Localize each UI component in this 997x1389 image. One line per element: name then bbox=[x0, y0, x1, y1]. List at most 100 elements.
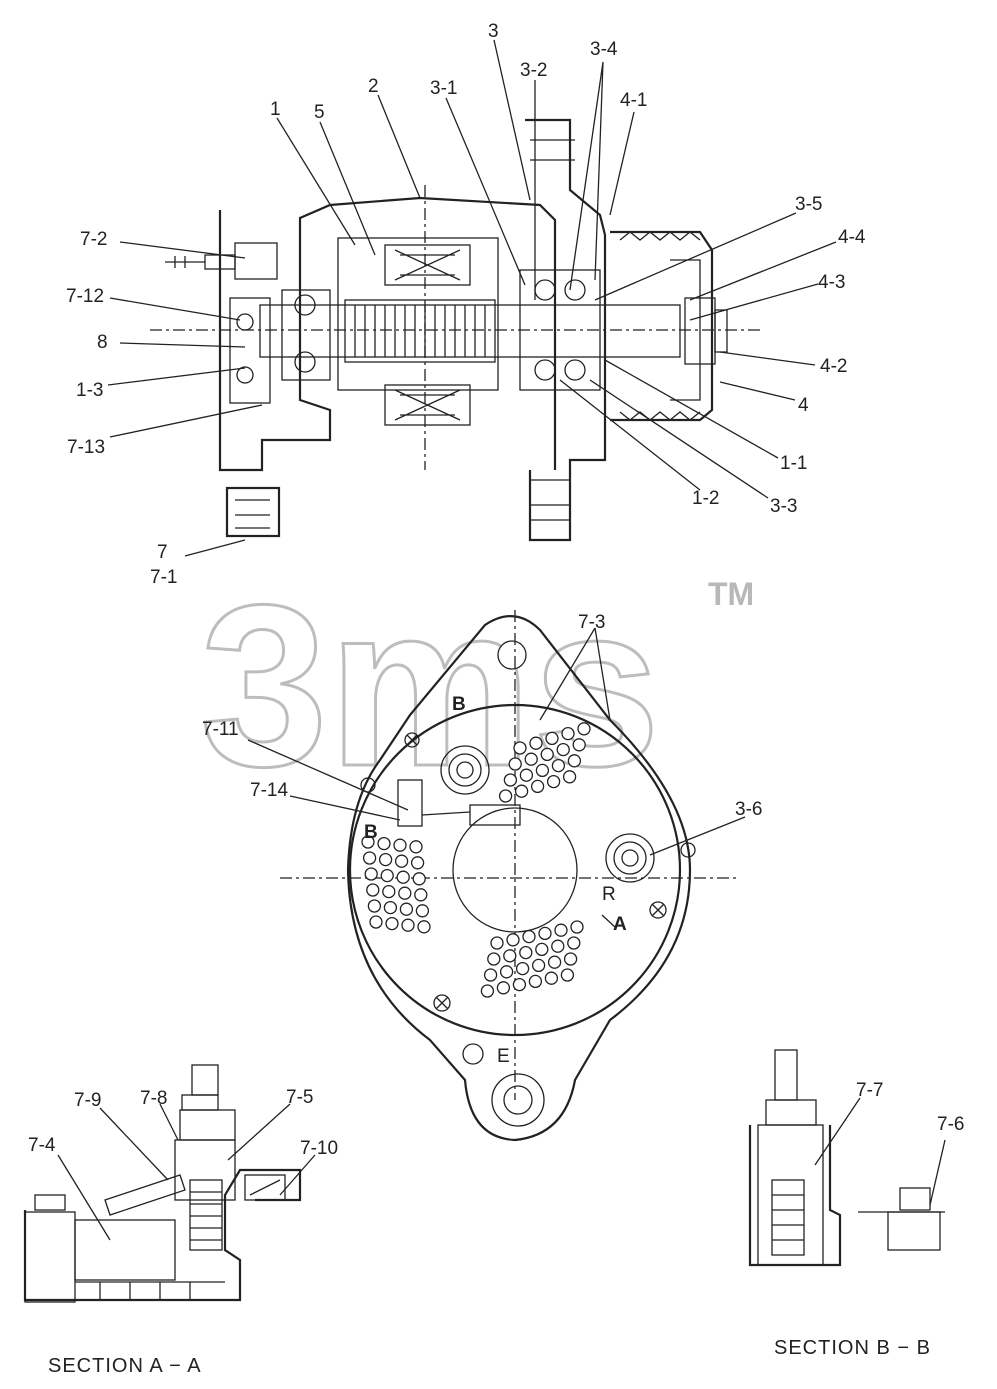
vent-hole bbox=[499, 965, 514, 979]
vent-hole bbox=[378, 852, 393, 867]
part-label-4-2: 4-2 bbox=[820, 356, 847, 377]
vent-hole bbox=[554, 923, 568, 937]
part-label-5: 5 bbox=[314, 102, 325, 123]
watermark-text: 3ms bbox=[200, 557, 660, 814]
part-labels-section-b: 7-7 7-6 SECTION B − B bbox=[774, 1080, 964, 1359]
leader-lines-middle bbox=[247, 627, 746, 929]
rotor-coil-lower bbox=[384, 384, 471, 426]
part-label-8: 8 bbox=[97, 332, 108, 353]
vent-hole bbox=[551, 758, 566, 773]
vent-hole bbox=[503, 773, 518, 787]
part-label-7-11: 7-11 bbox=[202, 719, 239, 740]
coil-upper-lines bbox=[394, 249, 461, 281]
part-label-1-3: 1-3 bbox=[76, 380, 103, 401]
vent-hole bbox=[414, 888, 428, 902]
connector-plug bbox=[397, 779, 521, 827]
part-label-2: 2 bbox=[368, 76, 379, 97]
vent-hole bbox=[483, 968, 498, 982]
part-label-1: 1 bbox=[270, 99, 281, 120]
vent-hole bbox=[519, 768, 534, 782]
bottom-mount-hole bbox=[503, 1085, 533, 1115]
part-label-7-14: 7-14 bbox=[250, 780, 288, 801]
vent-hole bbox=[401, 918, 415, 932]
vent-hole bbox=[563, 952, 578, 966]
rotor-core bbox=[344, 299, 496, 363]
part-label-7-10: 7-10 bbox=[300, 1138, 338, 1159]
leader-lines-section-b bbox=[814, 1097, 946, 1206]
vent-hole bbox=[524, 752, 538, 766]
part-label-7-8: 7-8 bbox=[140, 1088, 167, 1109]
vent-hole bbox=[480, 984, 495, 998]
part-label-4: 4 bbox=[798, 395, 809, 416]
vent-hole bbox=[383, 900, 398, 915]
vent-hole bbox=[572, 738, 586, 752]
part-label-4-4: 4-4 bbox=[838, 227, 866, 248]
pulley-nut bbox=[684, 297, 728, 365]
part-label-7-13: 7-13 bbox=[67, 437, 105, 458]
vent-hole bbox=[396, 870, 410, 884]
section-marker-a: A bbox=[613, 914, 627, 935]
vent-hole bbox=[570, 920, 584, 934]
vent-hole bbox=[567, 936, 581, 950]
rear-housing-outline bbox=[218, 196, 557, 472]
section-a-a-drawing bbox=[23, 1064, 302, 1303]
vent-hole bbox=[369, 915, 383, 929]
part-label-7-7: 7-7 bbox=[856, 1080, 883, 1101]
section-b-b-drawing bbox=[748, 1049, 945, 1267]
screw-heads bbox=[360, 732, 696, 1012]
part-labels-middle: 7-3 7-11 7-14 3-6 B B A R E bbox=[202, 612, 762, 1067]
terminal-r bbox=[605, 833, 655, 883]
vent-hole bbox=[367, 899, 382, 913]
alternator-rear-view bbox=[280, 610, 740, 1142]
vent-hole bbox=[545, 731, 559, 746]
front-bracket bbox=[525, 118, 607, 542]
vent-hole bbox=[409, 840, 423, 854]
vent-hole bbox=[514, 784, 529, 798]
part-label-7-4: 7-4 bbox=[28, 1135, 56, 1156]
vent-hole bbox=[382, 884, 396, 899]
vent-hole bbox=[519, 945, 533, 960]
part-label-7-9: 7-9 bbox=[74, 1090, 101, 1111]
vent-hole bbox=[415, 904, 430, 918]
vent-hole bbox=[398, 886, 412, 900]
vent-hole bbox=[512, 977, 527, 992]
vent-hole bbox=[394, 854, 409, 868]
vent-hole bbox=[506, 933, 520, 947]
part-label-3-6: 3-6 bbox=[735, 799, 762, 820]
part-label-7-5: 7-5 bbox=[286, 1087, 313, 1108]
watermark: 3ms TM bbox=[199, 556, 755, 816]
part-label-1-1: 1-1 bbox=[780, 453, 807, 474]
vent-hole bbox=[531, 958, 546, 973]
part-label-3-5: 3-5 bbox=[795, 194, 822, 215]
vent-hole bbox=[410, 856, 425, 870]
part-label-7-3: 7-3 bbox=[578, 612, 605, 633]
vent-hole bbox=[417, 920, 431, 934]
bracket-lines bbox=[530, 139, 575, 521]
vent-hole bbox=[540, 747, 554, 762]
vent-hole bbox=[577, 722, 591, 736]
vent-hole bbox=[362, 851, 377, 865]
section-marker-b-left: B bbox=[364, 822, 378, 843]
vent-hole bbox=[546, 774, 561, 789]
vent-hole bbox=[385, 916, 399, 931]
part-label-7-2: 7-2 bbox=[80, 229, 107, 250]
section-a-a-caption: SECTION A − A bbox=[48, 1355, 202, 1377]
vent-hole bbox=[496, 981, 511, 995]
terminal-marker-r: R bbox=[602, 884, 616, 905]
vent-hole bbox=[535, 942, 549, 957]
terminal-b bbox=[440, 745, 490, 795]
vent-hole bbox=[361, 835, 375, 849]
rotor-shaft bbox=[259, 304, 681, 358]
part-label-4-1: 4-1 bbox=[620, 90, 647, 111]
vent-hole bbox=[377, 836, 391, 851]
leader-lines-top bbox=[107, 39, 837, 557]
top-mount-hole bbox=[497, 640, 527, 670]
section-marker-b-top: B bbox=[452, 694, 466, 715]
part-labels-section-a: 7-9 7-8 7-5 7-10 7-4 SECTION A − A bbox=[28, 1087, 338, 1377]
vent-hole bbox=[513, 741, 527, 755]
vent-hole bbox=[487, 952, 501, 966]
vent-hole bbox=[556, 742, 570, 757]
coil-lower-lines bbox=[394, 389, 461, 421]
e-terminal-hole bbox=[462, 1043, 484, 1065]
